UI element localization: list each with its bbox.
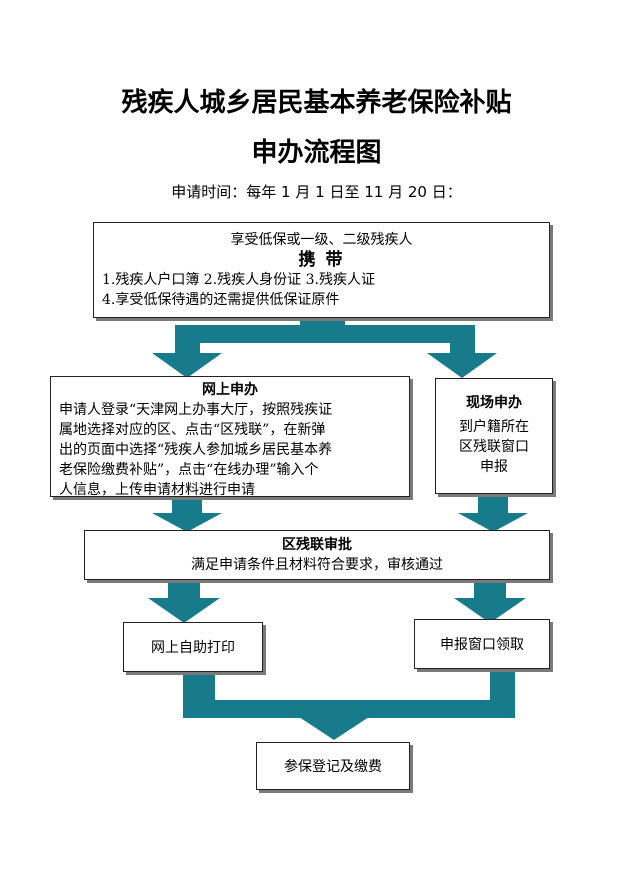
requirements-heading: 享受低保或一级、二级残疾人	[230, 232, 413, 248]
arrow-to-online	[152, 325, 222, 378]
arrow-to-final	[296, 705, 372, 740]
carry-label: 携 带	[298, 250, 345, 270]
onsite-apply-line: 申报	[480, 459, 508, 475]
self-print-box: 网上自助打印	[123, 622, 263, 672]
online-apply-line: 出的页面中选择“残疾人参加城乡居民基本养	[59, 442, 333, 458]
onsite-apply-line: 到户籍所在	[459, 419, 529, 435]
onsite-apply-box: 现场申办 到户籍所在 区残联窗口 申报	[435, 378, 553, 494]
final-box: 参保登记及缴费	[256, 742, 410, 790]
arrow-online-approval	[152, 500, 222, 532]
arrow-approval-collect	[454, 578, 526, 623]
onsite-apply-line: 区残联窗口	[459, 439, 529, 455]
requirements-box: 享受低保或一级、二级残疾人 携 带 1.残疾人户口簿 2.残疾人身份证 3.残疾…	[93, 222, 550, 318]
online-apply-line: 申请人登录“天津网上办事大厅，按照残疾证	[59, 402, 333, 418]
window-collect-text: 申报窗口领取	[440, 637, 524, 653]
final-text: 参保登记及缴费	[284, 759, 382, 775]
apply-time: 申请时间：每年 1 月 1 日至 11 月 20 日：	[171, 183, 462, 201]
onsite-apply-title: 现场申办	[466, 395, 522, 411]
title-sub: 申办流程图	[251, 138, 382, 168]
arrow-onsite-approval	[458, 497, 528, 532]
requirements-row2: 4.享受低保待遇的还需提供低保证原件	[102, 292, 340, 308]
approval-box: 区残联审批 满足申请条件且材料符合要求，审核通过	[84, 530, 550, 580]
arrow-merge	[183, 672, 515, 718]
online-apply-line: 属地选择对应的区、点击“区残联”，在新弹	[59, 422, 326, 438]
approval-title: 区残联审批	[282, 537, 352, 553]
online-apply-line: 老保险缴费补贴”，点击“在线办理”输入个	[59, 462, 319, 478]
arrow-to-onsite	[427, 325, 497, 378]
approval-text: 满足申请条件且材料符合要求，审核通过	[191, 557, 443, 573]
arrow-stem-top	[300, 318, 345, 335]
online-apply-box: 网上申办 申请人登录“天津网上办事大厅，按照残疾证 属地选择对应的区、点击“区残…	[50, 376, 410, 498]
window-collect-box: 申报窗口领取	[414, 619, 550, 669]
arrow-approval-print	[148, 578, 220, 623]
online-apply-line: 人信息，上传申请材料进行申请	[59, 482, 255, 498]
self-print-text: 网上自助打印	[151, 640, 235, 656]
online-apply-title: 网上申办	[202, 382, 258, 398]
requirements-row1: 1.残疾人户口簿 2.残疾人身份证 3.残疾人证	[102, 272, 375, 288]
title-main: 残疾人城乡居民基本养老保险补贴	[121, 88, 512, 118]
